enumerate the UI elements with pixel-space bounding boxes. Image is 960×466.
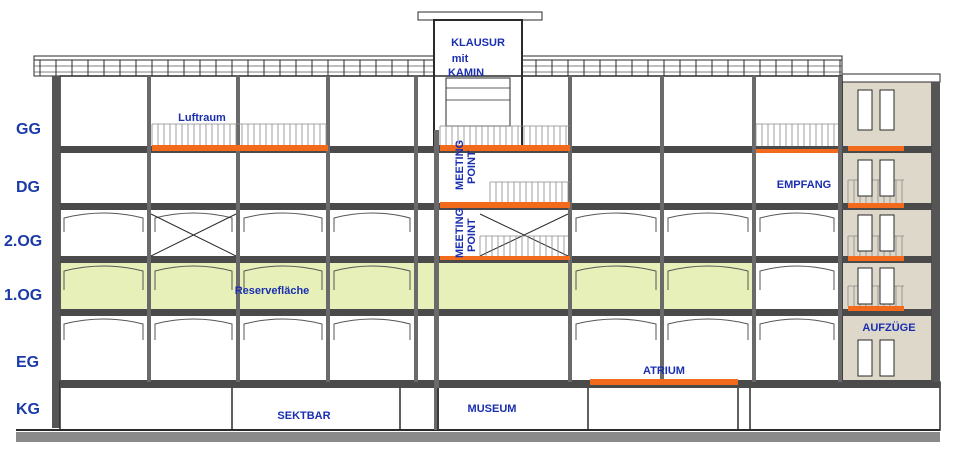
left-wall — [52, 76, 60, 428]
roof-right-block — [841, 73, 941, 83]
meeting-point-upper-line1: MEETING — [454, 140, 466, 190]
highlight-luftraum — [152, 145, 328, 151]
highlight-core-3 — [848, 256, 904, 261]
right-wall — [932, 82, 940, 382]
ground-slab — [16, 432, 940, 442]
room-label-luftraum: Luftraum — [178, 112, 226, 124]
arch — [243, 212, 323, 232]
room-label-klausur-1: KLAUSUR — [451, 37, 505, 49]
cross-braces — [150, 213, 569, 257]
room-label-klausur-2: mit — [452, 53, 469, 65]
arch — [759, 318, 835, 340]
arch — [154, 318, 233, 340]
arch — [667, 318, 749, 340]
room-label-atrium: ATRIUM — [643, 365, 685, 377]
meeting-point-upper-line2: POINT — [466, 150, 478, 184]
room-label-klausur-3: KAMIN — [448, 67, 484, 79]
arch — [575, 318, 657, 340]
floor-label-eg: EG — [16, 354, 39, 371]
floor-label-gg: GG — [16, 121, 41, 138]
highlight-meeting-upper — [440, 145, 570, 151]
meeting-point-lower: MEETING POINT — [454, 208, 478, 258]
floor-arches — [63, 212, 835, 340]
arch — [333, 318, 411, 340]
highlight-core-2 — [848, 203, 904, 208]
room-label-reserveflaeche: Reservefläche — [235, 285, 310, 297]
room-label-museum: MUSEUM — [468, 403, 517, 415]
tower-cap — [417, 11, 543, 21]
room-label-sektbar: SEKTBAR — [277, 410, 330, 422]
floor-label-dg: DG — [16, 179, 40, 196]
arch — [667, 212, 749, 232]
floor-label-2og: 2.OG — [4, 233, 42, 250]
slab-eg-floor — [60, 380, 940, 388]
basement-partitions — [231, 388, 751, 430]
arch — [63, 212, 144, 232]
highlight-core-1 — [848, 146, 904, 151]
arch — [63, 318, 144, 340]
room-label-aufzuege: AUFZÜGE — [862, 321, 915, 334]
arch — [759, 212, 835, 232]
floor-label-kg: KG — [16, 401, 40, 418]
meeting-point-lower-line1: MEETING — [454, 208, 466, 258]
arch — [575, 212, 657, 232]
railings — [151, 123, 904, 306]
arch — [154, 265, 233, 290]
slab-1og-floor — [60, 309, 934, 316]
highlight-empfang — [756, 149, 838, 153]
arch — [759, 265, 835, 290]
arch — [243, 265, 323, 290]
arch — [575, 265, 657, 290]
arch — [154, 212, 233, 232]
arch — [243, 318, 323, 340]
highlight-atrium — [590, 379, 738, 385]
core-windows — [857, 89, 895, 377]
meeting-point-upper: MEETING POINT — [454, 140, 478, 190]
arch — [63, 265, 144, 290]
highlight-meeting-lower — [440, 202, 570, 208]
columns — [147, 76, 842, 430]
floor-label-1og: 1.OG — [4, 287, 42, 304]
arch — [333, 212, 411, 232]
highlight-2og-mid — [440, 256, 570, 260]
room-label-empfang: EMPFANG — [777, 179, 831, 191]
tower-body — [433, 19, 523, 147]
arch — [333, 265, 411, 290]
highlight-core-4 — [848, 306, 904, 311]
meeting-point-lower-line2: POINT — [466, 218, 478, 252]
arch — [667, 265, 749, 290]
highlight-bands — [152, 145, 904, 385]
